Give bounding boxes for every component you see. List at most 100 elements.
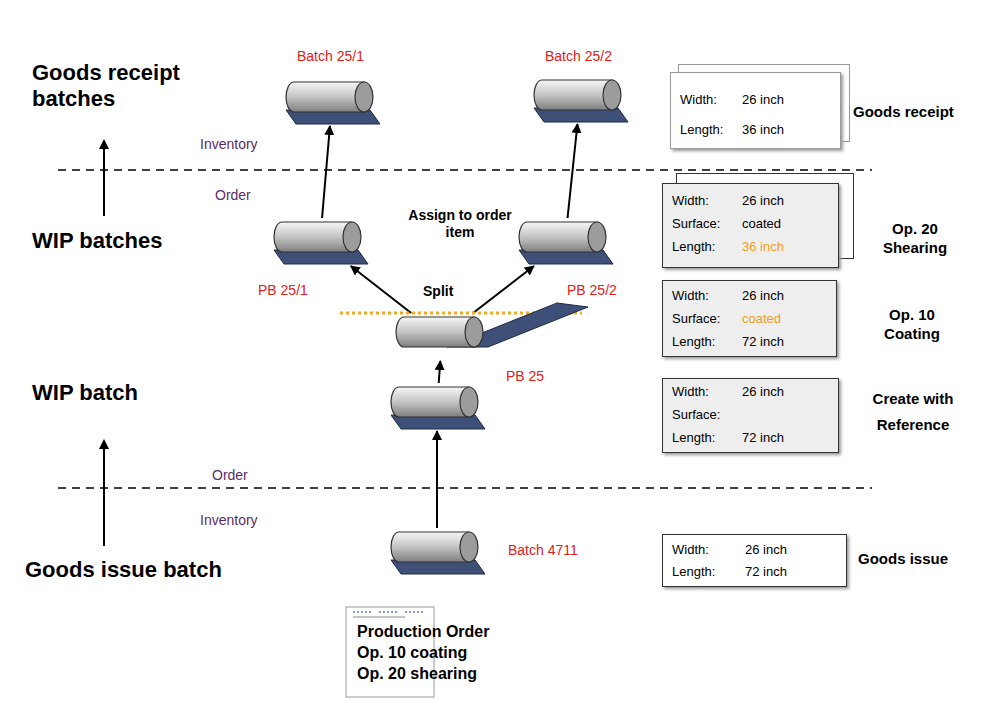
step-heading: Op. 10 Coating	[874, 305, 950, 343]
paper-line	[379, 611, 399, 613]
batch-label: PB 25/2	[567, 282, 617, 298]
batch-roll: Batch 25/1	[282, 78, 382, 126]
boundary-line	[58, 487, 872, 489]
attribute-value: 72 inch	[742, 334, 784, 350]
card-face	[662, 534, 847, 587]
attribute-value: 26 inch	[745, 542, 787, 558]
roll-body	[391, 532, 469, 562]
roll-end	[355, 82, 373, 112]
attribute-value: coated	[742, 311, 781, 327]
roll-end	[588, 222, 606, 252]
step-heading: Create with Reference	[862, 386, 964, 438]
flow-arrow	[473, 266, 534, 313]
attribute-name: Length:	[680, 122, 723, 138]
attribute-value: 72 inch	[742, 430, 784, 446]
flow-arrow	[322, 126, 330, 218]
attribute-card: Width:26 inchLength:36 inchGoods receipt	[670, 72, 842, 150]
step-heading: Goods issue	[858, 549, 948, 568]
attribute-name: Width:	[672, 288, 709, 304]
attribute-value: 36 inch	[742, 122, 784, 138]
roll-picture	[387, 528, 487, 576]
roll-picture	[270, 218, 370, 266]
level-label: WIP batch	[32, 380, 138, 406]
roll-body	[519, 222, 597, 252]
batch-label: PB 25	[506, 368, 544, 384]
roll-end	[460, 387, 478, 417]
attribute-name: Surface:	[672, 216, 720, 232]
paper-line	[353, 611, 373, 613]
flow-arrow	[351, 266, 411, 313]
flow-arrow	[439, 361, 441, 383]
attribute-name: Width:	[672, 384, 709, 400]
roll-end	[603, 80, 621, 110]
roll-picture	[530, 76, 630, 124]
attribute-value: 36 inch	[742, 239, 784, 255]
batch-roll: PB 25/1	[270, 218, 370, 266]
flow-arrow	[436, 431, 438, 528]
roll-picture	[392, 313, 492, 361]
batch-roll: PB 25/2	[515, 218, 615, 266]
batch-label: Split	[423, 283, 453, 299]
order-text: Op. 20 shearing	[357, 664, 477, 684]
attribute-value: 26 inch	[742, 384, 784, 400]
attribute-card: Width:26 inchSurface:Length:72 inchCreat…	[662, 378, 840, 454]
zone-label: Inventory	[200, 136, 258, 153]
roll-picture	[387, 383, 487, 431]
attribute-name: Length:	[672, 430, 715, 446]
attribute-name: Width:	[672, 193, 709, 209]
roll-body	[274, 222, 352, 252]
roll-picture	[515, 218, 615, 266]
card-face	[670, 72, 841, 149]
roll-body	[286, 82, 364, 112]
attribute-name: Surface:	[672, 407, 720, 423]
batch-roll: Split	[392, 313, 492, 361]
zone-label: Order	[215, 187, 251, 204]
zone-label: Inventory	[200, 512, 258, 529]
roll-body	[396, 317, 474, 347]
level-label: WIP batches	[32, 228, 162, 254]
step-note: Assign to order item	[408, 207, 512, 241]
boundary-line	[58, 169, 872, 171]
batch-label: Batch 25/1	[297, 48, 364, 64]
attribute-value: 26 inch	[742, 288, 784, 304]
attribute-name: Length:	[672, 334, 715, 350]
attribute-value: 26 inch	[742, 92, 784, 108]
attribute-card: Width: 26 inchSurface: coatedLength: 72 inc…	[662, 280, 838, 358]
roll-end	[460, 532, 478, 562]
roll-picture	[282, 78, 382, 126]
direction-arrow	[103, 144, 105, 216]
batch-roll: PB 25	[387, 383, 487, 431]
roll-end	[343, 222, 361, 252]
level-label: Goods issue batch	[25, 557, 222, 583]
paper-line	[405, 611, 425, 613]
batch-label: Batch 25/2	[545, 48, 612, 64]
attribute-card: Width:26 inchLength:72 inchGoods issue	[662, 534, 848, 588]
direction-arrow	[103, 444, 105, 546]
step-heading: Op. 20 Shearing	[878, 219, 952, 257]
batch-roll: Batch 25/2	[530, 76, 630, 124]
attribute-value: 72 inch	[745, 564, 787, 580]
order-text: Production Order	[357, 622, 489, 642]
flow-arrow	[568, 124, 578, 218]
order-document: Production OrderOp. 10 coatingOp. 20 she…	[345, 606, 517, 700]
sheet	[447, 303, 588, 347]
roll-end	[465, 317, 483, 347]
attribute-name: Surface:	[672, 311, 720, 327]
zone-label: Order	[212, 467, 248, 484]
batch-label: PB 25/1	[258, 282, 308, 298]
paper-line	[353, 617, 405, 618]
attribute-name: Width:	[672, 542, 709, 558]
roll-body	[534, 80, 612, 110]
attribute-name: Width:	[680, 92, 717, 108]
level-label: Goods receipt batches	[32, 60, 212, 113]
step-heading: Goods receipt	[853, 102, 954, 121]
attribute-name: Length:	[672, 564, 715, 580]
batch-roll: Batch 4711	[387, 528, 487, 576]
batch-label: Batch 4711	[508, 542, 578, 558]
attribute-card: Width: 26 inchSurface: coatedLength: 36 inc…	[662, 183, 840, 269]
attribute-name: Length:	[672, 239, 715, 255]
attribute-value: 26 inch	[742, 193, 784, 209]
attribute-value: coated	[742, 216, 781, 232]
roll-body	[391, 387, 469, 417]
order-text: Op. 10 coating	[357, 643, 467, 663]
